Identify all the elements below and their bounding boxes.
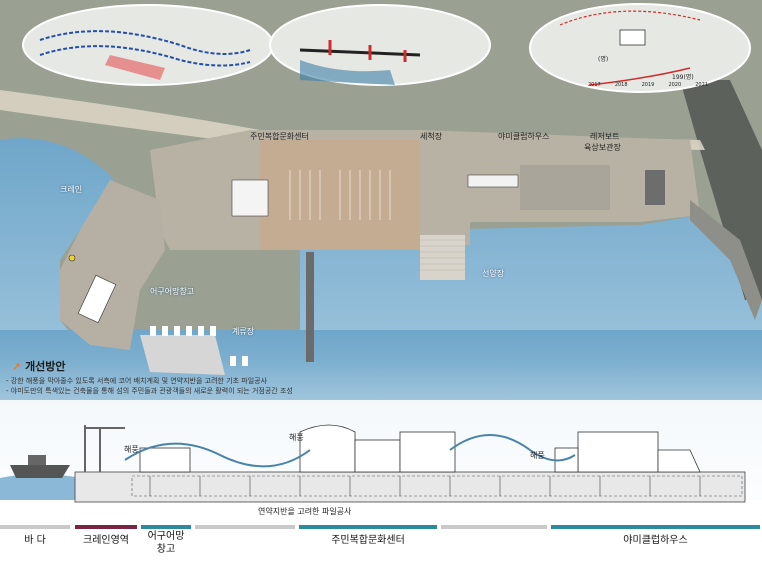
zone-bar-sea <box>0 525 70 529</box>
center-footprint <box>231 179 269 217</box>
sea-surface <box>0 474 80 500</box>
jetty <box>306 252 314 362</box>
zone-label-sea: 바 다 <box>24 535 46 546</box>
storage-area <box>520 165 610 210</box>
zone-bar-gap <box>195 525 295 529</box>
inset-barrier-view <box>269 4 491 86</box>
ground-slab <box>74 471 746 503</box>
inset-growth-view <box>529 3 751 93</box>
label-land-storage: 육상보관장 <box>584 143 621 152</box>
pile-note: 연약지반을 고려한 파일공사 <box>258 507 352 516</box>
label-leisure-boat: 레저보트 <box>590 132 620 141</box>
zone-label-crane: 크레인영역 <box>83 535 129 546</box>
year-label: 2020 <box>668 82 682 88</box>
wind-label: 해풍 <box>124 445 139 454</box>
arrow-icon: ➚ <box>12 360 22 373</box>
zone-label-warehouse: 어구어망 창고 <box>147 531 185 555</box>
moored-boats <box>150 326 248 366</box>
zone-label-clubhouse: 야미클럽하우스 <box>623 535 688 546</box>
zone-label-center: 주민복합문화센터 <box>331 535 405 546</box>
improvement-item: - 야미도만의 특색있는 건축물을 통해 섬의 주민들과 관광객들의 새로운 활… <box>6 387 293 395</box>
year-label: 2017 <box>588 82 601 88</box>
fishing-boat <box>10 465 70 478</box>
zone-bar-warehouse <box>141 525 191 529</box>
clubhouse-footprint <box>467 174 519 188</box>
warehouse-footprint <box>77 274 117 324</box>
parking-area <box>289 170 391 220</box>
warehouse-section <box>139 447 191 473</box>
label-mooring: 계류장 <box>232 327 255 336</box>
breakwater <box>690 200 762 320</box>
wind-label: 해풍 <box>530 451 545 460</box>
year-label: 2019 <box>641 82 655 88</box>
mini-chart-unit: (명) <box>598 56 609 63</box>
label-fishing-net-storage: 어구어망창고 <box>150 287 195 296</box>
label-landing-area: 선양장 <box>482 269 505 278</box>
inset-wind-view <box>22 4 274 86</box>
label-crane: 크레인 <box>60 185 83 194</box>
label-yachtclub-house: 야미클럽하우스 <box>498 132 550 141</box>
mooring-pier <box>140 335 225 375</box>
wind-label: 해풍 <box>289 433 304 442</box>
wind-wave-2 <box>449 434 576 462</box>
pile-zone <box>131 475 743 497</box>
crane-tower <box>84 425 125 472</box>
zone-bar-clubhouse <box>551 525 760 529</box>
zone-bar-gap2 <box>441 525 547 529</box>
label-washing-area: 세척장 <box>420 132 443 141</box>
improvement-item: - 강한 해풍을 막아줄수 있도록 서측에 코어 배치계획 및 연약지반을 고려… <box>6 377 268 385</box>
zone-bar-center <box>299 525 437 529</box>
year-label: 2021 <box>695 82 708 88</box>
wind-wave <box>124 442 311 468</box>
mini-chart-years: 2017 2018 2019 2020 2021 <box>588 82 708 88</box>
center-section <box>299 424 356 473</box>
year-label: 2018 <box>614 82 628 88</box>
zone-bar-crane <box>75 525 137 529</box>
improvement-title: ➚ 개선방안 <box>12 360 66 373</box>
mini-chart-legend: 199(명) <box>672 74 694 81</box>
label-complex-center: 주민복합문화센터 <box>250 132 309 141</box>
crane-marker <box>68 254 76 262</box>
slipway <box>420 235 465 280</box>
clubhouse-section <box>577 431 659 473</box>
